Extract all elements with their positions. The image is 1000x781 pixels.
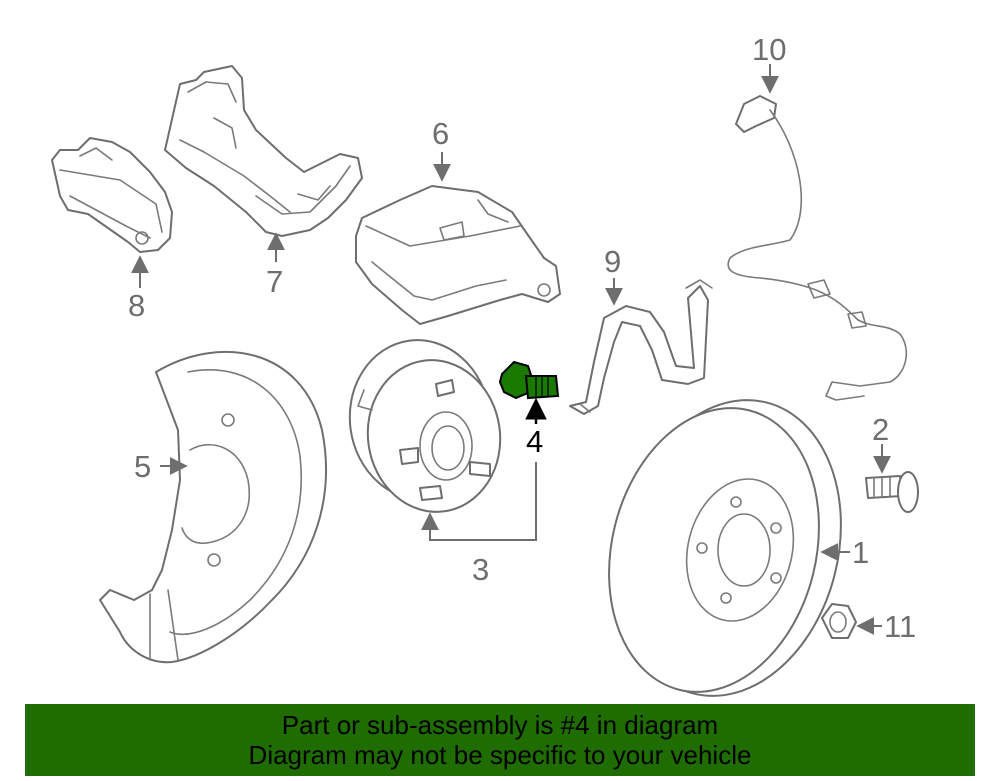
brake-pad-part (51, 137, 173, 253)
callout-6: 6 (432, 116, 451, 182)
callout-1-label: 1 (852, 535, 869, 570)
brake-rotor-part (608, 399, 842, 697)
callout-10-label: 10 (752, 32, 786, 67)
callout-2: 2 (872, 412, 891, 474)
lug-nut-part (821, 603, 857, 639)
caliper-bracket-part (164, 65, 363, 237)
callout-4: 4 (525, 397, 547, 459)
callout-9: 9 (604, 244, 623, 306)
callout-1: 1 (820, 535, 869, 570)
callout-8: 8 (128, 255, 149, 323)
callout-5: 5 (134, 449, 188, 484)
hub-bolt-part-highlighted (498, 360, 560, 400)
callout-7-label: 7 (266, 264, 283, 299)
callout-6-label: 6 (432, 116, 449, 151)
brake-caliper-part (355, 185, 561, 325)
callout-7: 7 (266, 232, 285, 299)
callout-10: 10 (752, 32, 786, 94)
callout-2-label: 2 (872, 412, 889, 447)
callout-11: 11 (856, 609, 916, 644)
callout-11-label: 11 (884, 609, 916, 644)
callout-4-label: 4 (526, 424, 543, 459)
wheel-hub-part (348, 339, 502, 513)
abs-sensor-part (727, 95, 908, 401)
brake-hose-part (569, 279, 713, 415)
banner-line-1: Part or sub-assembly is #4 in diagram (281, 710, 719, 740)
callout-3-label: 3 (472, 552, 489, 587)
callout-8-label: 8 (128, 288, 145, 323)
callout-3: 3 (421, 462, 537, 587)
info-banner: Part or sub-assembly is #4 in diagram Di… (25, 704, 975, 776)
wheel-stud-part (865, 471, 919, 513)
callout-9-label: 9 (604, 244, 621, 279)
brake-parts-diagram: 8 7 6 9 (51, 32, 919, 697)
callout-5-label: 5 (134, 449, 151, 484)
banner-line-2: Diagram may not be specific to your vehi… (248, 740, 752, 770)
dust-shield-part (99, 351, 327, 664)
